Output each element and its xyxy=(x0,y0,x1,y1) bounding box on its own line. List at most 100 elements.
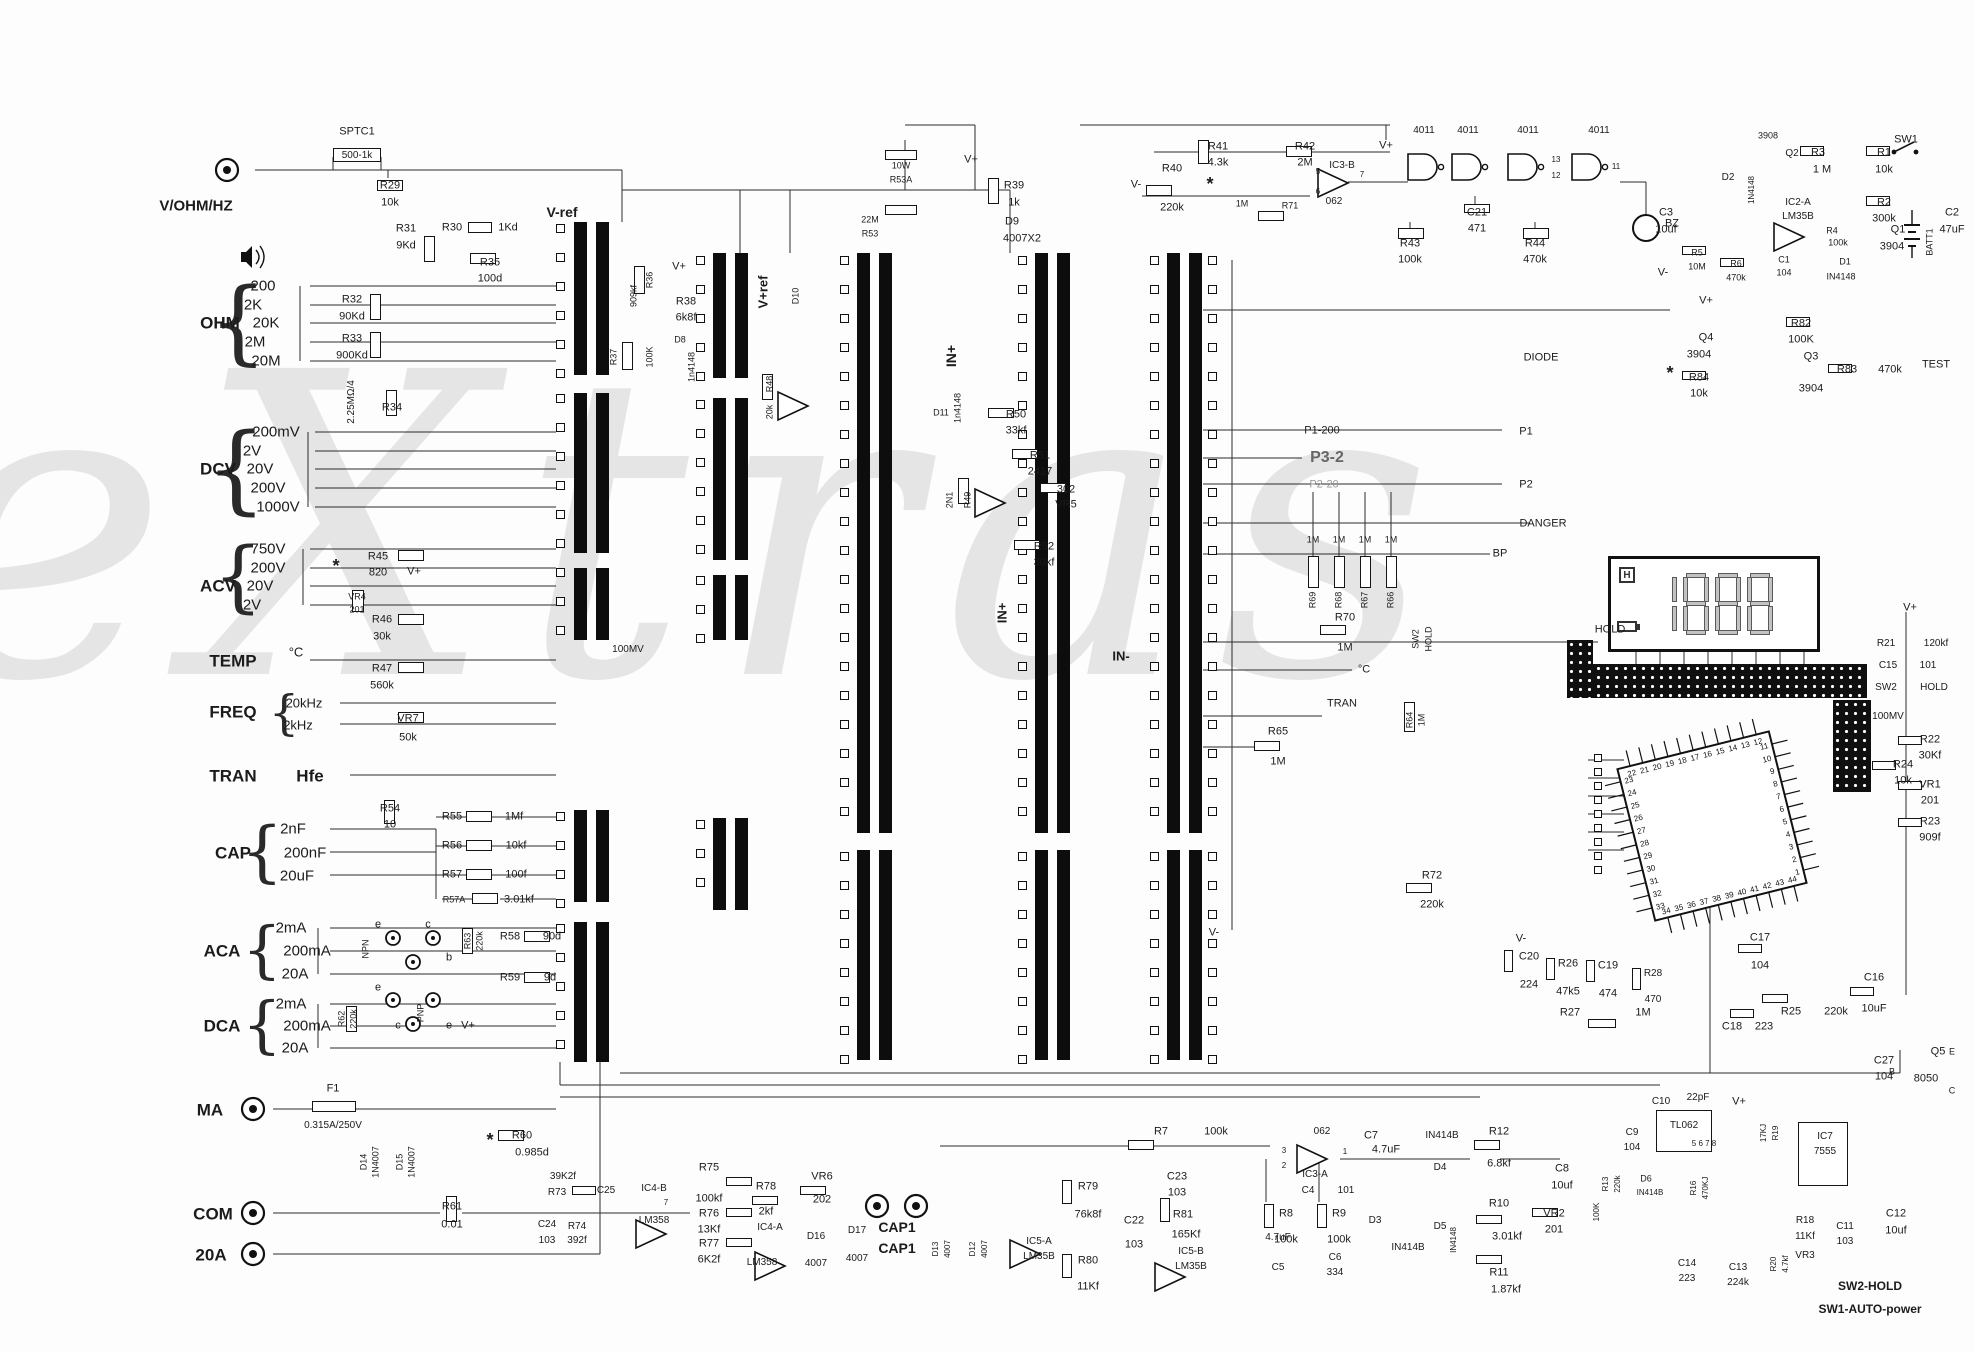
component-label: 220k xyxy=(1420,898,1444,911)
component-box xyxy=(752,1196,778,1205)
ic-pin-number: 38 xyxy=(1711,893,1722,904)
bus-bar xyxy=(596,810,609,902)
component-label: 223 xyxy=(1754,1020,1774,1033)
lcd-digit-segment xyxy=(1750,630,1770,635)
lcd-digit-segment xyxy=(1768,577,1773,602)
component-label: IC3-A xyxy=(1302,1169,1328,1180)
component-label: 1M xyxy=(1270,755,1286,768)
contact-pad xyxy=(1018,604,1027,613)
component-box xyxy=(398,614,424,625)
ic-pin-number: 12 xyxy=(1753,736,1764,747)
contact-pad xyxy=(556,253,565,262)
nand-gate-symbol xyxy=(1407,153,1438,181)
ic-pin xyxy=(1803,865,1820,871)
component-label: VR5 xyxy=(1055,498,1077,511)
lcd-digit-segment xyxy=(1736,606,1741,631)
nand-gate-bubble xyxy=(1437,163,1445,171)
component-label: c xyxy=(395,1019,401,1032)
ic-pin-number: 32 xyxy=(1652,888,1663,899)
component-label: * xyxy=(486,1130,494,1150)
component-label: R62 xyxy=(336,1010,347,1028)
component-label: 47uF xyxy=(1939,223,1965,236)
component-label: 1Kd xyxy=(498,221,518,234)
component-label: IN- xyxy=(1112,648,1130,664)
lcd-digit-segment xyxy=(1750,573,1770,578)
ic-pin xyxy=(1667,917,1673,934)
component-box xyxy=(1476,1255,1502,1264)
component-label: Q5 xyxy=(1930,1045,1946,1058)
component-label: 2M xyxy=(244,333,266,351)
component-label: 10k xyxy=(1875,163,1893,176)
ic-pin-number: 24 xyxy=(1627,787,1638,798)
contact-pad xyxy=(1150,807,1159,816)
component-label: 4011 xyxy=(1413,125,1435,136)
ic-pin xyxy=(1617,831,1634,837)
component-label: SW2 xyxy=(1410,629,1421,649)
component-label: P2-20 xyxy=(1309,478,1339,491)
component-label: TRAN xyxy=(1327,697,1357,710)
component-box xyxy=(1476,1215,1502,1224)
component-label: °C xyxy=(288,644,304,660)
component-box xyxy=(1040,483,1066,493)
contact-pad xyxy=(840,881,849,890)
component-box xyxy=(1464,204,1490,213)
lcd-digit-segment xyxy=(1768,606,1773,631)
component-label: V- xyxy=(1208,926,1220,939)
component-label: R80 xyxy=(1077,1254,1099,1267)
component-label: 4007 xyxy=(845,1253,869,1264)
component-label: R11 xyxy=(1489,1266,1509,1279)
component-label: 470k xyxy=(1878,363,1902,376)
continuity-icon xyxy=(255,249,260,265)
component-label: C13 xyxy=(1728,1262,1748,1273)
bus-bar xyxy=(879,253,892,833)
contact-pad xyxy=(1208,488,1217,497)
contact-pad xyxy=(556,452,565,461)
component-label: 100kf xyxy=(695,1192,723,1205)
bus-bar xyxy=(713,818,726,910)
contact-pad xyxy=(556,870,565,879)
component-label: 750V xyxy=(250,540,286,558)
contact-pad xyxy=(1150,997,1159,1006)
component-label: 3904 xyxy=(1686,348,1712,361)
contact-pad xyxy=(556,340,565,349)
component-label: 100d xyxy=(477,272,503,285)
ic-pin-number: 21 xyxy=(1639,765,1650,776)
component-label: R42 xyxy=(1294,140,1316,153)
contact-pad xyxy=(556,924,565,933)
bus-bar xyxy=(857,850,870,1060)
ic-pin xyxy=(1780,888,1786,905)
contact-pad xyxy=(1018,285,1027,294)
component-label: R10 xyxy=(1488,1197,1510,1210)
component-label: IN4148 xyxy=(1449,1227,1458,1253)
component-box xyxy=(1317,1204,1327,1228)
contact-pad xyxy=(556,982,565,991)
component-box xyxy=(466,811,492,822)
contact-pad xyxy=(1208,852,1217,861)
component-label: LM35B xyxy=(1782,211,1814,222)
lcd-digit-segment xyxy=(1672,606,1677,631)
nand-gate-bubble xyxy=(1481,163,1489,171)
bus-bar xyxy=(596,393,609,553)
component-label: C9 xyxy=(1625,1127,1639,1138)
component-label: HOLD xyxy=(1594,623,1626,636)
opamp-symbol xyxy=(1317,167,1350,199)
ic-pin-number: 41 xyxy=(1749,884,1760,895)
component-box xyxy=(1720,258,1744,267)
contact-pad xyxy=(840,285,849,294)
ic-pin-number: 27 xyxy=(1636,825,1647,836)
component-label: 10k xyxy=(1894,774,1912,787)
contact-pad xyxy=(1594,824,1602,832)
component-label: 470k xyxy=(1726,272,1746,283)
component-label: R53A xyxy=(889,174,913,185)
component-label: 20V xyxy=(246,577,274,595)
component-label: 11 xyxy=(1611,162,1621,171)
component-label: IN414B xyxy=(1391,1242,1425,1253)
component-label: 100f xyxy=(505,868,527,881)
component-label: C11 xyxy=(1836,1221,1854,1232)
component-label: C6 xyxy=(1328,1252,1342,1263)
contact-pad xyxy=(1594,852,1602,860)
contact-pad xyxy=(1208,372,1217,381)
component-label: R59 xyxy=(499,971,521,984)
contact-pad xyxy=(1208,633,1217,642)
component-box xyxy=(1062,1254,1072,1278)
